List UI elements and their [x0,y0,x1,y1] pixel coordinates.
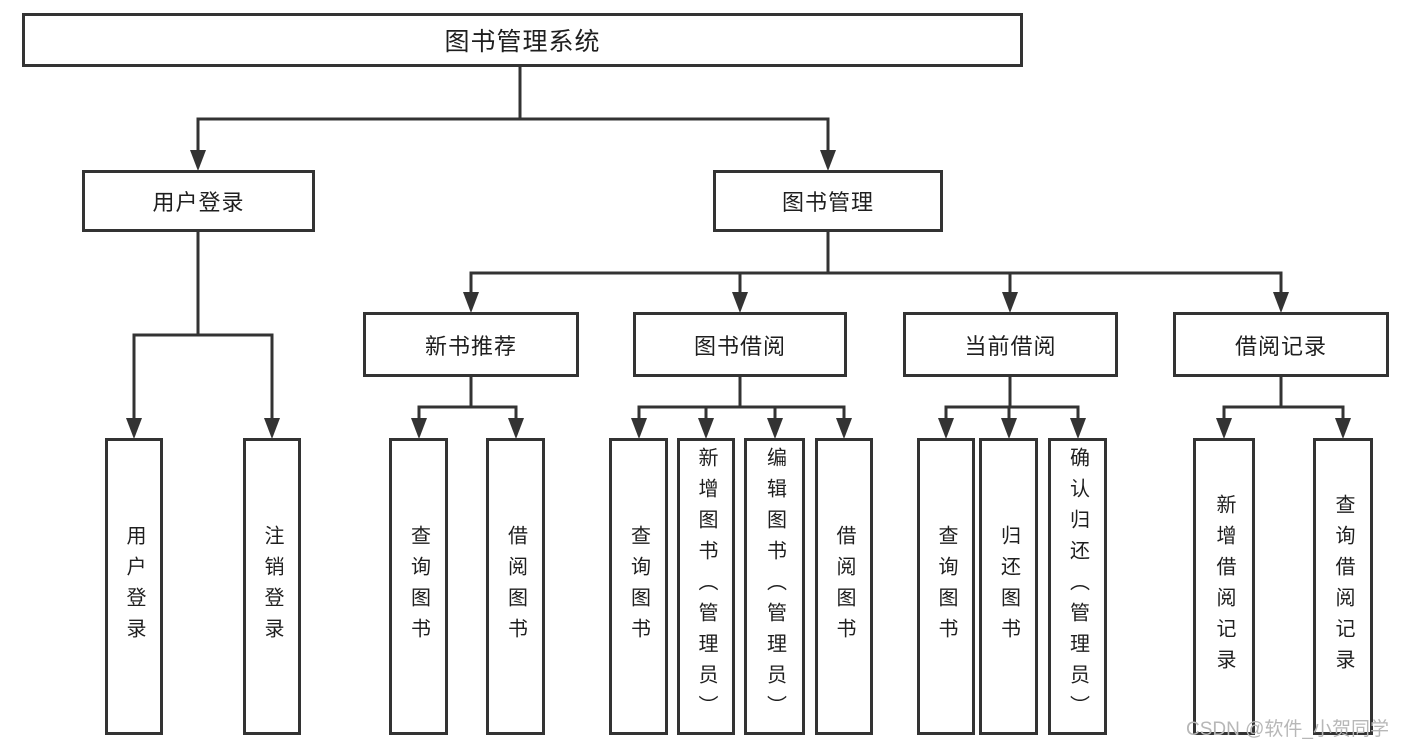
node-label: 新增借阅记录 [1213,493,1235,680]
node-label: 新书推荐 [424,333,517,359]
node-label: 查询借阅记录 [1332,493,1354,680]
node-current-borrowing: 当前借阅 [903,312,1118,377]
node-label: 确认归还（管理员） [1066,447,1089,726]
node-label: 用户登录 [152,190,245,215]
leaf-query-borrow-record: 查询借阅记录 [1313,438,1373,735]
leaf-edit-book-admin: 编辑图书（管理员） [744,438,805,735]
node-label: 归还图书 [997,524,1020,649]
leaf-logout: 注销登录 [243,438,301,735]
node-label: 注销登录 [261,524,283,649]
leaf-add-borrow-record: 新增借阅记录 [1193,438,1255,735]
leaf-query-books-current: 查询图书 [917,438,975,735]
leaf-return-books: 归还图书 [979,438,1038,735]
node-label: 图书管理系统 [444,28,601,56]
node-label: 图书借阅 [693,333,786,359]
node-label: 借阅记录 [1234,333,1327,359]
node-book-management: 图书管理 [713,170,943,232]
node-new-book-recommendation: 新书推荐 [363,312,579,377]
leaf-user-login: 用户登录 [105,438,163,735]
node-label: 图书管理 [781,190,874,215]
leaf-add-book-admin: 新增图书（管理员） [677,438,735,735]
leaf-query-books-borrowing: 查询图书 [609,438,668,735]
leaf-query-books-recommendation: 查询图书 [389,438,448,735]
leaf-borrow-books: 借阅图书 [815,438,873,735]
node-label: 当前借阅 [964,333,1057,359]
node-book-borrowing: 图书借阅 [633,312,847,377]
leaf-borrow-books-recommendation: 借阅图书 [486,438,545,735]
node-label: 查询图书 [627,524,650,649]
node-label: 用户登录 [123,524,145,649]
node-label: 查询图书 [935,524,957,649]
node-label: 借阅图书 [833,524,855,649]
node-label: 查询图书 [407,524,430,649]
node-label: 新增图书（管理员） [695,447,717,726]
node-library-management-system: 图书管理系统 [22,13,1023,67]
csdn-watermark: CSDN @软件_小贺同学 [1186,719,1389,740]
node-label: 编辑图书（管理员） [763,447,786,726]
node-user-login: 用户登录 [82,170,315,232]
node-borrowing-records: 借阅记录 [1173,312,1389,377]
node-label: 借阅图书 [504,524,527,649]
leaf-confirm-return-admin: 确认归还（管理员） [1048,438,1107,735]
